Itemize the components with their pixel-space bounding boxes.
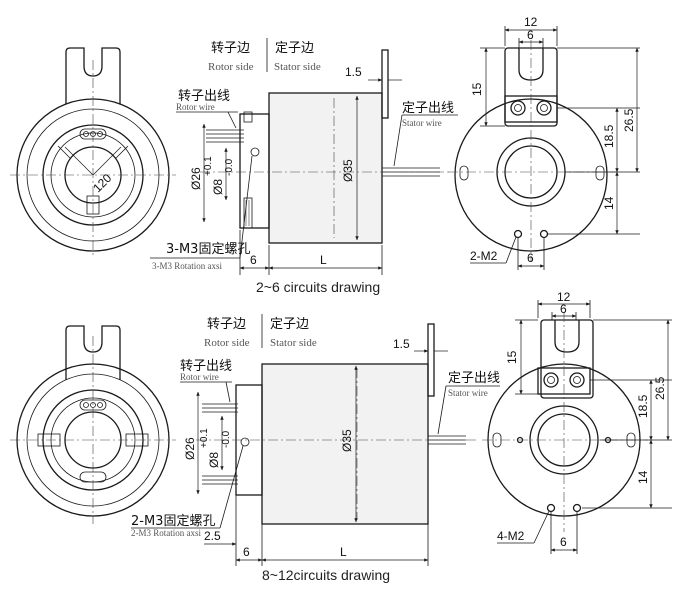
rotor-sleeve (239, 113, 270, 229)
drawing-2: 转子边 Rotor side 定子边 Stator side (10, 290, 672, 583)
stator-side-label-2: 定子边 (270, 317, 309, 332)
rotor-side-en-2: Rotor side (204, 337, 250, 349)
rotor-wire-label-2: 转子出线 (180, 359, 232, 374)
dim-h18-5: 18.5 (602, 124, 616, 148)
dim-slot-6: 6 (527, 28, 534, 42)
dim-flange-thickness: 1.5 (345, 65, 362, 79)
set-screw-label: 3-M3固定螺孔 (166, 242, 250, 257)
dim-d35: Ø35 (341, 159, 355, 182)
tol-plus-2: +0.1 (199, 428, 210, 448)
dim-len-l: L (320, 253, 327, 267)
dim-d35-2: Ø35 (340, 429, 354, 452)
dim-h15-2: 15 (505, 350, 519, 364)
rotor-side-label-2: 转子边 (207, 317, 246, 332)
housing-body-2 (261, 363, 429, 525)
stator-side-en-2: Stator side (270, 337, 317, 349)
dim-h26-5: 26.5 (622, 108, 636, 132)
dim-d26-2: Ø26 (183, 437, 197, 460)
side-view-1: 转子边 Rotor side 定子边 Stator side (150, 38, 458, 295)
rotor-wire-label: 转子出线 (178, 89, 230, 104)
dim-hole-pitch-2: 6 (560, 535, 567, 549)
dim-width-12-2: 12 (557, 290, 571, 304)
rotor-end-view-2 (10, 325, 176, 524)
tol-plus: +0.1 (203, 156, 214, 176)
stator-side-en: Stator side (274, 61, 321, 73)
rotor-wire-en: Rotor wire (176, 102, 215, 112)
tol-minus-2: -0.0 (221, 430, 232, 448)
stator-end-view-1: 12 6 15 18.5 26.5 14 2-M2 (448, 15, 640, 270)
dim-h15: 15 (470, 82, 484, 96)
dim-h26-5-2: 26.5 (653, 376, 667, 400)
rotor-end-view-1: 120 (10, 47, 176, 258)
side-view-2: 转子边 Rotor side 定子边 Stator side (131, 314, 500, 583)
set-screw-en-2: 2-M3 Rotation axsi (131, 528, 201, 538)
stator-end-view-2: 12 6 15 18.5 26.5 14 4-M2 (482, 290, 672, 554)
stator-wire-en: Stator wire (402, 118, 442, 128)
dim-len-6: 6 (250, 253, 257, 267)
rotor-side-en: Rotor side (208, 61, 254, 73)
dim-h18-5-2: 18.5 (636, 394, 650, 418)
stator-wire-label: 定子出线 (402, 101, 454, 116)
tol-minus: -0.0 (224, 158, 235, 176)
set-screw-label-2: 2-M3固定螺孔 (131, 514, 215, 529)
dim-d26: Ø26 (189, 167, 203, 190)
stator-wire-label-2: 定子出线 (448, 371, 500, 386)
caption-1: 2~6 circuits drawing (256, 279, 380, 295)
dim-d8-2: Ø8 (207, 452, 221, 468)
drawing-1: 120 转子边 Rotor side 定子边 Stator side (10, 15, 640, 295)
rotor-wire-en-2: Rotor wire (180, 372, 219, 382)
dim-slot-6-2: 6 (560, 302, 567, 316)
stator-flange (381, 49, 389, 119)
set-screw-en: 3-M3 Rotation axsi (152, 261, 222, 271)
dim-hole-pitch: 6 (527, 251, 534, 265)
dim-offset: 2.5 (204, 529, 221, 543)
caption-2: 8~12circuits drawing (262, 567, 390, 583)
stator-wire-en-2: Stator wire (448, 388, 488, 398)
dim-len-l-2: L (340, 545, 347, 559)
dim-h14-2: 14 (636, 470, 650, 484)
dim-d8: Ø8 (211, 179, 225, 195)
rotor-wire-bundle (206, 129, 244, 143)
dim-len-6-2: 6 (243, 545, 250, 559)
stator-flange-2 (427, 323, 435, 397)
dim-flange-thickness-2: 1.5 (393, 337, 410, 351)
stator-side-label: 定子边 (275, 41, 314, 56)
rotor-side-label: 转子边 (211, 41, 250, 56)
holes-label-2: 4-M2 (497, 529, 525, 543)
dim-h14: 14 (602, 196, 616, 210)
holes-label: 2-M2 (470, 249, 498, 263)
housing-body (268, 92, 383, 244)
dim-width-12: 12 (524, 15, 538, 29)
